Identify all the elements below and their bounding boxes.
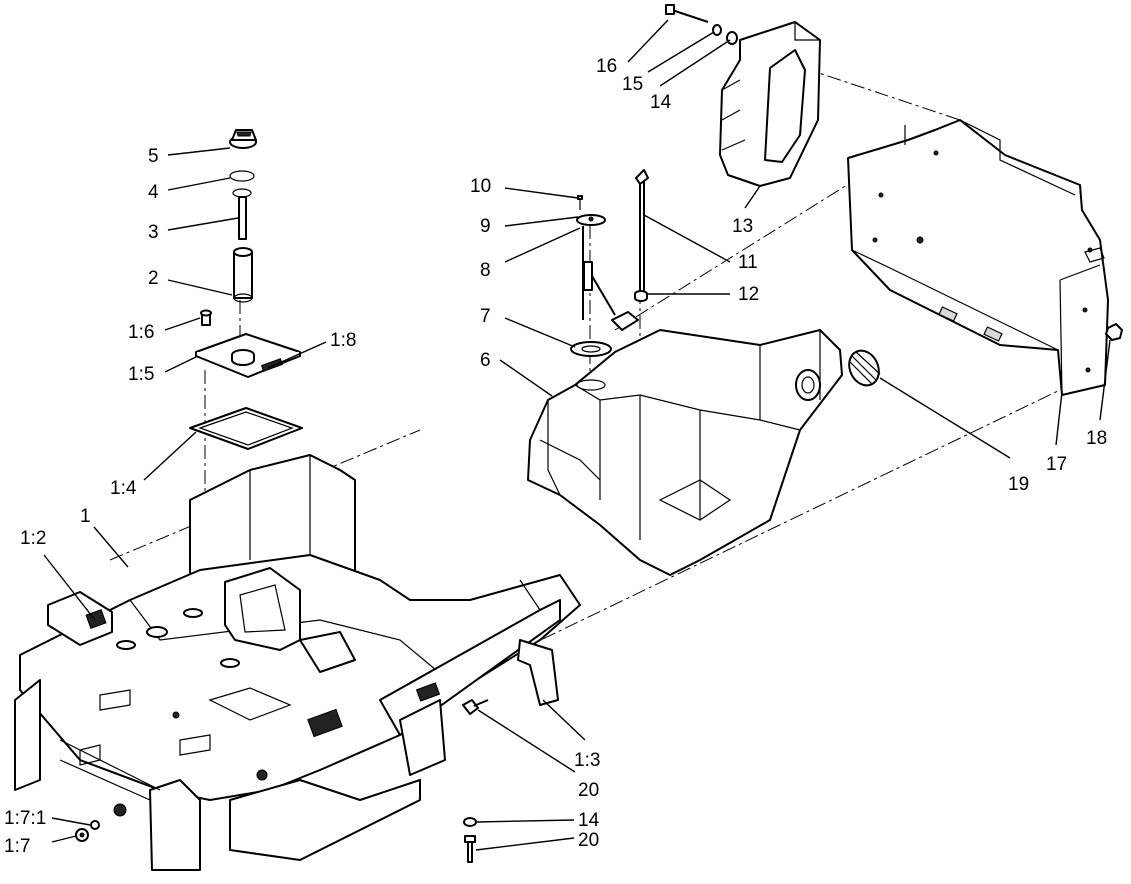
callout-1-3: 1:3	[574, 750, 600, 771]
gasket-7	[570, 341, 612, 357]
tank-cap-19	[848, 349, 881, 387]
callout-6: 6	[480, 350, 491, 371]
callout-1-4: 1:4	[110, 478, 137, 499]
bracket-17	[847, 119, 1109, 396]
callout-1-7-1: 1:7:1	[4, 808, 46, 829]
callout-20-bottom: 20	[578, 830, 599, 851]
grommet-12	[634, 290, 648, 302]
callout-9: 9	[480, 216, 491, 237]
callout-15: 15	[622, 74, 643, 95]
washer-14-top	[726, 31, 738, 45]
callout-8: 8	[480, 260, 491, 281]
fuel-cap-5	[229, 129, 257, 149]
callout-labels: 5 4 3 2 1:6 1:5 1:8 1:4 1 1:2 16 15 14 1…	[4, 56, 1107, 857]
callout-2: 2	[148, 268, 159, 289]
callout-13: 13	[732, 216, 753, 237]
callout-20-mid: 20	[578, 780, 599, 801]
callout-10: 10	[470, 176, 491, 197]
screw-10	[577, 195, 583, 210]
plate-1-5	[195, 333, 301, 378]
sender-9-8	[576, 214, 639, 331]
callout-5: 5	[148, 146, 159, 167]
callout-14-bottom: 14	[578, 810, 600, 831]
callout-7: 7	[480, 306, 491, 327]
callout-17: 17	[1046, 454, 1067, 475]
rod-11	[635, 169, 649, 293]
o-ring-4	[229, 170, 255, 182]
lockwasher-15	[712, 24, 722, 36]
callout-1-2: 1:2	[20, 528, 46, 549]
callout-1-8: 1:8	[330, 330, 356, 351]
tube-3	[232, 188, 252, 240]
callout-12: 12	[738, 284, 759, 305]
callout-1-7: 1:7	[4, 836, 30, 857]
callout-1-5: 1:5	[128, 364, 154, 385]
callout-18: 18	[1086, 428, 1107, 449]
callout-19: 19	[1008, 474, 1029, 495]
screw-1-6	[200, 309, 212, 326]
nut-18	[1105, 323, 1123, 341]
callout-11: 11	[738, 252, 758, 273]
fuel-tank-6	[527, 329, 843, 576]
callout-16: 16	[596, 56, 617, 77]
frame-1	[14, 454, 581, 871]
callout-1-6: 1:6	[128, 322, 154, 343]
callout-1: 1	[80, 506, 91, 527]
callout-3: 3	[148, 222, 159, 243]
bolt-20-bottom	[464, 835, 476, 863]
bolt-16	[665, 4, 709, 23]
weight-13	[719, 21, 821, 187]
callout-4: 4	[148, 182, 159, 203]
bolt-20-mid	[462, 699, 489, 715]
gasket-1-4	[189, 407, 303, 450]
plug-1-7-1	[90, 820, 100, 830]
washer-14-bottom	[463, 817, 477, 827]
fitting-1-7	[75, 828, 89, 842]
leader-lines	[43, 19, 1111, 851]
callout-14-top: 14	[650, 92, 672, 113]
filler-neck-2	[233, 247, 253, 303]
